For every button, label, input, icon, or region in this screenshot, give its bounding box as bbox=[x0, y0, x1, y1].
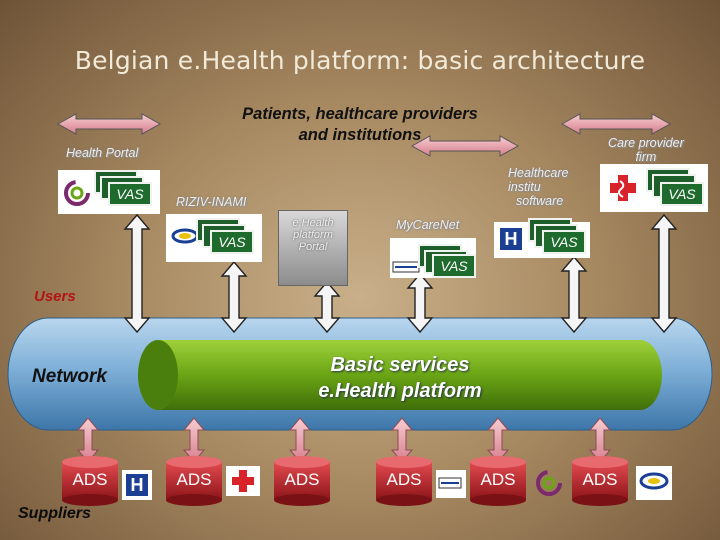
supplier-hospital-box: H bbox=[122, 470, 152, 500]
user-arrow-2 bbox=[220, 260, 248, 334]
user-arrow-3 bbox=[313, 280, 341, 334]
top-arrow-left bbox=[56, 113, 162, 135]
mycarenet-label: MyCareNet bbox=[396, 218, 460, 232]
supplier-pharmacy-box bbox=[226, 466, 260, 496]
ehealth-portal-line-3: Portal bbox=[298, 241, 328, 253]
diagram-subtitle: Patients, healthcare providers and insti… bbox=[200, 104, 520, 146]
ads-label-1: ADS bbox=[72, 470, 108, 489]
health-portal-label: Health Portal bbox=[66, 146, 139, 160]
top-arrow-right bbox=[560, 113, 672, 135]
users-label: Users bbox=[34, 288, 76, 305]
supplier-riziv-box bbox=[636, 466, 672, 500]
riziv-label: RIZIV-INAMI bbox=[176, 195, 247, 209]
supplier-hospital-icon: H bbox=[126, 474, 148, 496]
ads-label-2: ADS bbox=[176, 470, 212, 489]
ads-label-3: ADS bbox=[284, 470, 320, 489]
subtitle-line-2: and institutions bbox=[298, 126, 422, 144]
pharmacy-cross-icon bbox=[610, 175, 636, 201]
vas-badge-riziv: VAS bbox=[210, 230, 254, 254]
basic-services-line-2: e.Health platform bbox=[318, 380, 482, 402]
vas-badge-health-portal: VAS bbox=[108, 182, 152, 206]
supplier-ehealth-logo-box bbox=[534, 468, 564, 498]
supplier-pharmacy-cross-icon bbox=[232, 470, 254, 492]
care-provider-line-1: Care provider bbox=[608, 136, 684, 150]
basic-services-cap bbox=[138, 340, 178, 410]
subtitle-line-1: Patients, healthcare providers bbox=[242, 105, 478, 123]
ads-cylinders bbox=[62, 456, 628, 506]
hospital-icon: H bbox=[500, 228, 522, 250]
top-arrow-center bbox=[410, 135, 520, 157]
ads-label-5: ADS bbox=[480, 470, 516, 489]
user-arrow-5 bbox=[560, 255, 588, 334]
ehealth-portal-text: e.Health platform Portal bbox=[279, 211, 347, 253]
care-provider-line-2: firm bbox=[635, 150, 657, 164]
ehealth-portal-line-2: platform bbox=[293, 229, 333, 241]
supplier-mycarenet-box bbox=[436, 470, 466, 498]
basic-services-label: Basic services e.Health platform bbox=[160, 352, 640, 404]
healthcare-software-line-3: software bbox=[516, 194, 564, 208]
ehealth-portal-line-1: e.Health bbox=[292, 217, 334, 229]
ehealth-logo-icon bbox=[64, 180, 90, 206]
network-label: Network bbox=[32, 366, 107, 387]
page-title: Belgian e.Health platform: basic archite… bbox=[74, 46, 646, 75]
vas-badge-healthcare: VAS bbox=[542, 230, 586, 254]
vas-badge-care-provider: VAS bbox=[660, 182, 704, 206]
supplier-mycarenet-logo-icon bbox=[438, 477, 462, 489]
ehealth-portal-box: e.Health platform Portal bbox=[278, 210, 348, 286]
user-arrow-6 bbox=[650, 213, 678, 334]
ads-label-4: ADS bbox=[386, 470, 422, 489]
user-arrow-4 bbox=[406, 272, 434, 334]
vas-badge-mycarenet: VAS bbox=[432, 254, 476, 278]
ads-label-6: ADS bbox=[582, 470, 618, 489]
healthcare-software-line-2: institu bbox=[508, 180, 541, 194]
supplier-ehealth-logo-icon bbox=[536, 470, 562, 496]
healthcare-software-line-1: Healthcare bbox=[508, 166, 569, 180]
basic-services-line-1: Basic services bbox=[330, 354, 470, 376]
suppliers-label: Suppliers bbox=[18, 505, 91, 522]
basic-services-bar bbox=[138, 340, 662, 410]
healthcare-software-label: Healthcare institu software bbox=[508, 166, 568, 208]
supplier-riziv-logo-icon bbox=[639, 472, 669, 490]
user-arrow-1 bbox=[123, 213, 151, 334]
care-provider-label: Care provider firm bbox=[608, 136, 684, 164]
